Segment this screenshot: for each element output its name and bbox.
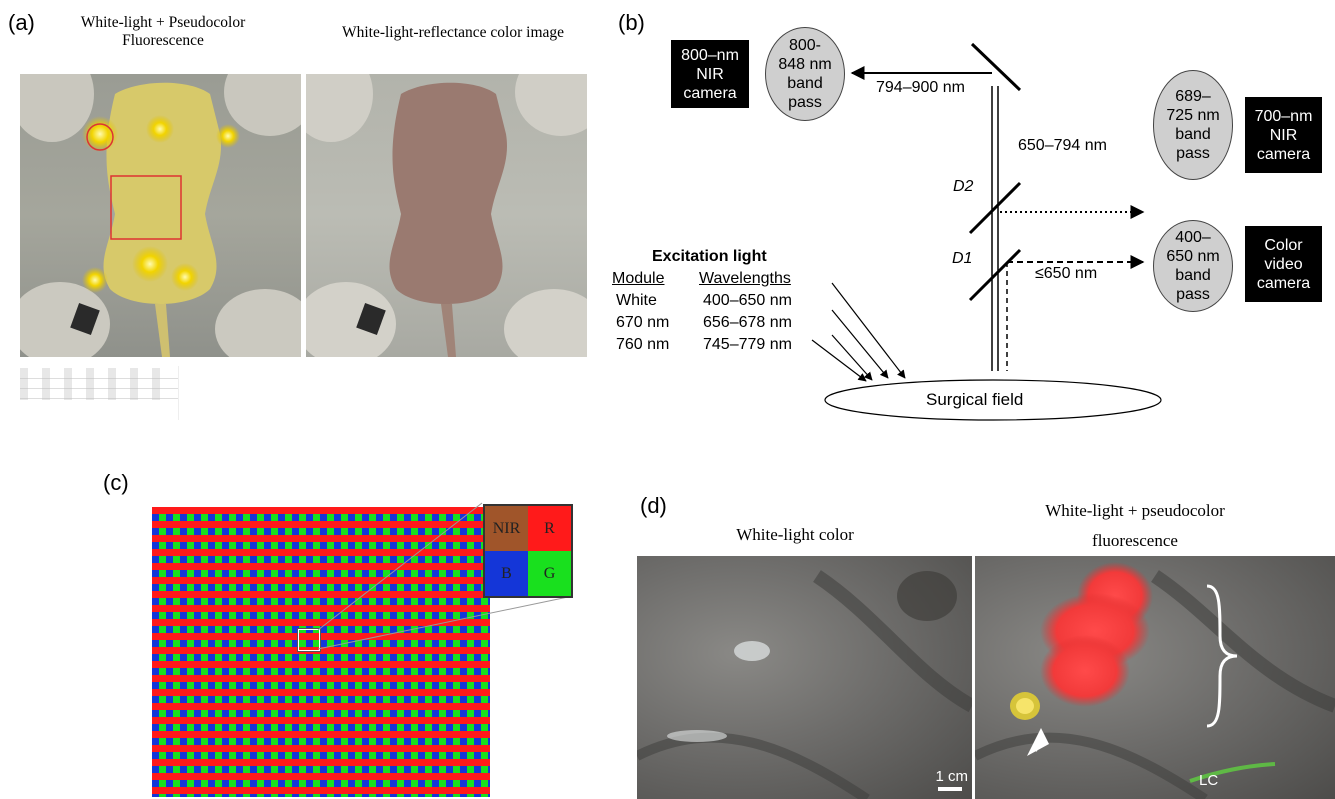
d2-label: D2 <box>953 178 974 195</box>
top-mirror <box>970 42 1022 92</box>
excitation-arrow-760b <box>811 339 867 382</box>
excitation-row: White 400–650 nm <box>612 290 842 312</box>
excitation-arrow-760 <box>831 334 873 381</box>
nir700-bandpass-filter: 689– 725 nm band pass <box>1153 70 1233 180</box>
caption-line: White-light + pseudocolor <box>1045 501 1225 520</box>
scale-label: 1 cm <box>935 768 968 785</box>
excitation-module: 670 nm <box>616 314 670 331</box>
optical-path-diagram <box>811 42 1162 421</box>
panel-c-letter: (c) <box>103 470 129 495</box>
panel-d-caption-right: White-light + pseudocolor fluorescence <box>1000 496 1270 556</box>
pixel-b: B <box>485 551 528 596</box>
excitation-wavelengths: 745–779 nm <box>703 336 792 353</box>
excitation-module: White <box>616 292 657 309</box>
panel-d-caption-left: White-light color <box>736 525 854 544</box>
excitation-arrow-white <box>831 282 906 379</box>
mouse-fluorescence-drawing <box>20 74 301 357</box>
panel-b-letter: (b) <box>618 10 645 35</box>
roi-statistics-table <box>20 366 179 420</box>
excitation-row: 670 nm 656–678 nm <box>612 312 842 334</box>
zoom-source-box <box>297 628 321 652</box>
caption-line: Fluorescence <box>122 32 204 49</box>
dichroic-d1 <box>968 248 1022 302</box>
beam-700-label: 650–794 nm <box>1018 137 1107 154</box>
pixel-nir: NIR <box>485 506 528 551</box>
mouse-white-light-image <box>306 74 587 357</box>
beam-color-label: ≤650 nm <box>1035 265 1098 282</box>
panel-d-letter: (d) <box>640 493 667 518</box>
excitation-title: Excitation light <box>652 248 767 265</box>
excitation-col-module: Module <box>612 270 665 287</box>
pixel-r: R <box>528 506 571 551</box>
scale-bar <box>938 787 962 791</box>
mouse-fluorescence-image <box>20 74 301 357</box>
surgical-field-ellipse <box>824 379 1162 421</box>
endoscopy-fluorescence-image: LC <box>975 556 1335 799</box>
color-video-camera-box: Color video camera <box>1245 226 1322 302</box>
caption-line: fluorescence <box>1092 531 1178 550</box>
nir800-camera-box: 800–nm NIR camera <box>671 40 749 108</box>
caption-line: White-light + Pseudocolor <box>80 14 246 31</box>
nir700-camera-box: 700–nm NIR camera <box>1245 97 1322 173</box>
excitation-wavelengths: 656–678 nm <box>703 314 792 331</box>
panel-a-caption-right: White-light-reflectance color image <box>341 24 565 41</box>
excitation-wavelengths: 400–650 nm <box>703 292 792 309</box>
dichroic-d2 <box>968 181 1022 235</box>
excitation-col-wavelengths: Wavelengths <box>699 270 791 287</box>
nir800-bandpass-filter: 800- 848 nm band pass <box>765 27 845 121</box>
panel-a-caption-left: White-light + Pseudocolor Fluorescence <box>48 14 278 50</box>
endoscopy-white-light-image: 1 cm <box>637 556 972 799</box>
pixel-zoom-inset: NIR R B G <box>483 504 573 598</box>
pixel-g: G <box>528 551 571 596</box>
beam-800-label: 794–900 nm <box>876 79 965 96</box>
excitation-module: 760 nm <box>616 336 670 353</box>
panel-a-letter: (a) <box>8 10 35 35</box>
mouse-white-light-drawing <box>306 74 587 357</box>
excitation-row: 760 nm 745–779 nm <box>612 334 842 356</box>
excitation-header: Module Wavelengths <box>612 268 842 290</box>
color-bandpass-filter: 400– 650 nm band pass <box>1153 220 1233 312</box>
lc-label: LC <box>1199 772 1219 789</box>
d1-label: D1 <box>952 250 973 267</box>
endoscopy-right-texture <box>975 562 1335 799</box>
sensor-pixel-rows <box>152 507 490 797</box>
excitation-arrow-670 <box>831 309 889 379</box>
excitation-legend: Excitation light Module Wavelengths Whit… <box>612 246 842 356</box>
endoscopy-left-texture <box>637 570 972 799</box>
surgical-field-label: Surgical field <box>926 390 1024 409</box>
sensor-pixel-mosaic <box>152 507 490 797</box>
